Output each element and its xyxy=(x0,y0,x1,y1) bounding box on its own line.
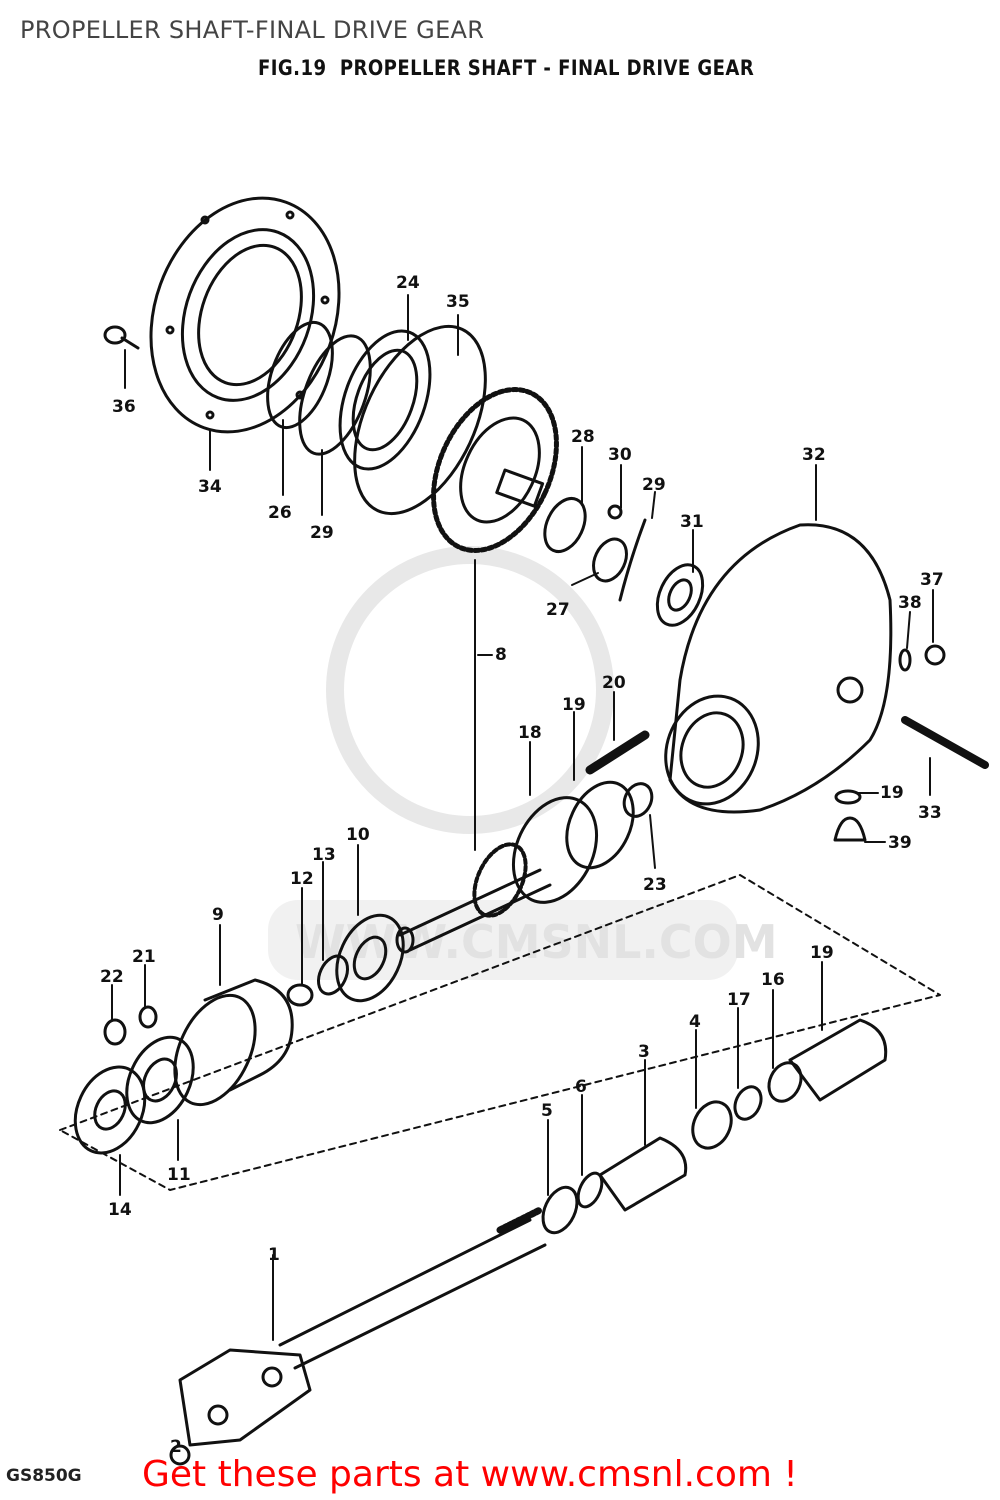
part-28-ring xyxy=(543,497,587,553)
callout-36: 36 xyxy=(112,397,136,417)
watermark: WWW.CMSNL.COM xyxy=(268,546,778,980)
part-pinion-shaft xyxy=(395,842,552,954)
figure-title: FIG.19 PROPELLER SHAFT - FINAL DRIVE GEA… xyxy=(258,56,755,80)
part-13-washer xyxy=(316,954,350,996)
callout-38: 38 xyxy=(898,593,922,613)
part-14-seal xyxy=(73,1065,147,1155)
part-29-shim xyxy=(298,334,372,456)
dashed-subassembly-frame xyxy=(59,874,941,1191)
callout-22: 22 xyxy=(100,967,124,987)
part-33-stud xyxy=(901,716,989,769)
callout-4: 4 xyxy=(689,1012,701,1032)
callout-29b: 29 xyxy=(642,475,666,495)
callout-21: 21 xyxy=(132,947,156,967)
part-4-spring xyxy=(691,1100,733,1150)
callout-35: 35 xyxy=(446,292,470,312)
part-11-bearing xyxy=(125,1035,195,1125)
callout-11: 11 xyxy=(167,1165,191,1185)
leader-lines xyxy=(111,294,934,1341)
part-1-propeller-shaft xyxy=(178,1206,547,1447)
callout-23: 23 xyxy=(643,875,667,895)
callout-2: 2 xyxy=(170,1437,182,1457)
callout-19b: 19 xyxy=(880,783,904,803)
part-19-shim xyxy=(565,780,635,870)
part-2-bolt xyxy=(169,1444,191,1466)
callout-13: 13 xyxy=(312,845,336,865)
callout-18: 18 xyxy=(518,723,542,743)
part-5-oil-seal xyxy=(541,1185,579,1235)
part-10-bearing xyxy=(335,913,405,1003)
page-title: PROPELLER SHAFT-FINAL DRIVE GEAR xyxy=(20,16,485,44)
part-6-circlip xyxy=(576,1171,604,1209)
callout-28: 28 xyxy=(571,427,595,447)
part-20-pin xyxy=(585,730,650,775)
part-31-bearing xyxy=(655,563,705,627)
callout-39: 39 xyxy=(888,833,912,853)
part-9-housing xyxy=(173,978,294,1107)
callout-37: 37 xyxy=(920,570,944,590)
callout-3: 3 xyxy=(638,1042,650,1062)
callout-32: 32 xyxy=(802,445,826,465)
part-27-washer xyxy=(592,537,628,583)
cta-link[interactable]: Get these parts at www.cmsnl.com ! xyxy=(142,1454,798,1495)
part-35-oring xyxy=(353,324,487,516)
callout-19: 19 xyxy=(562,695,586,715)
model-code: GS850G xyxy=(6,1466,82,1486)
callout-19c: 19 xyxy=(810,943,834,963)
part-32-gear-case xyxy=(664,523,893,814)
part-34-cover xyxy=(149,196,341,434)
callout-34: 34 xyxy=(198,477,222,497)
part-38-washer xyxy=(898,648,912,672)
part-12-nut xyxy=(286,983,314,1007)
callout-26: 26 xyxy=(268,503,292,523)
part-8-ring-gear xyxy=(431,387,559,851)
callout-10: 10 xyxy=(346,825,370,845)
callout-31: 31 xyxy=(680,512,704,532)
part-21-washer xyxy=(138,1005,158,1029)
callout-33: 33 xyxy=(918,803,942,823)
callout-1: 1 xyxy=(268,1245,280,1265)
callout-30: 30 xyxy=(608,445,632,465)
callout-labels: 36 34 26 29 24 35 28 30 29 27 31 32 37 3… xyxy=(100,273,944,1457)
watermark-text: WWW.CMSNL.COM xyxy=(295,915,778,969)
part-19-collar xyxy=(788,1018,888,1102)
callout-24: 24 xyxy=(396,273,420,293)
part-26-ring xyxy=(266,320,334,430)
callout-8: 8 xyxy=(495,645,507,665)
part-29-clip xyxy=(618,518,647,602)
part-30-pin xyxy=(607,504,623,520)
callout-27: 27 xyxy=(546,600,570,620)
part-36-bolt xyxy=(103,325,140,350)
part-3-coupling xyxy=(598,1136,688,1212)
part-19-washer xyxy=(834,789,862,805)
callout-16: 16 xyxy=(761,970,785,990)
callout-17: 17 xyxy=(727,990,751,1010)
callout-29: 29 xyxy=(310,523,334,543)
callout-20: 20 xyxy=(602,673,626,693)
part-23-bearing xyxy=(622,782,654,818)
part-39-nut xyxy=(833,816,867,842)
part-37-bolt xyxy=(924,644,946,666)
callout-12: 12 xyxy=(290,869,314,889)
callout-6: 6 xyxy=(575,1077,587,1097)
callout-14: 14 xyxy=(108,1200,132,1220)
part-24-bearing xyxy=(338,329,432,471)
part-17-nut xyxy=(733,1085,763,1121)
callout-5: 5 xyxy=(541,1101,553,1121)
callout-9: 9 xyxy=(212,905,224,925)
part-22-nut xyxy=(103,1018,127,1046)
part-16-washer xyxy=(767,1061,803,1103)
